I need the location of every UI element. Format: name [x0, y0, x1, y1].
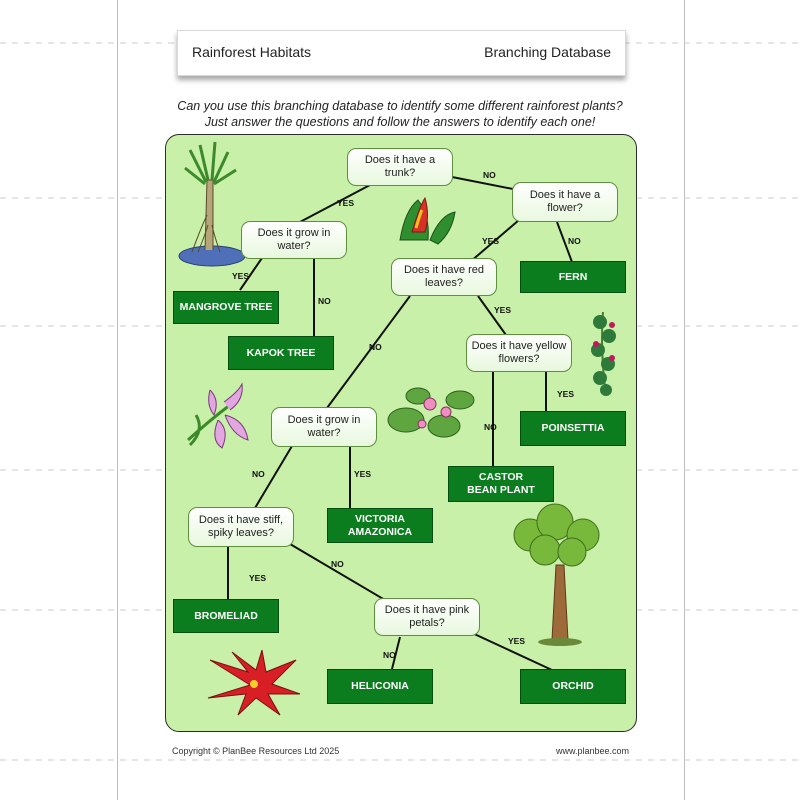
footer-copyright: Copyright © PlanBee Resources Ltd 2025 [172, 746, 340, 756]
question-spiky-leaves: Does it have stiff, spiky leaves? [188, 507, 294, 547]
castor-bean-illustration [591, 311, 616, 396]
question-red-leaves: Does it have red leaves? [391, 258, 497, 296]
header-title-right: Branching Database [484, 44, 611, 60]
tree-illustration [513, 503, 600, 646]
answer-fern: FERN [520, 261, 626, 293]
answer-victoria-amazonica: VICTORIA AMAZONICA [327, 508, 433, 543]
question-yellow-flowers: Does it have yellow flowers? [466, 334, 572, 372]
branch-label-yes: YES [232, 271, 250, 281]
branch-label-yes: YES [494, 305, 512, 315]
worksheet-header: Rainforest Habitats Branching Database [177, 30, 626, 76]
header-title-left: Rainforest Habitats [192, 44, 312, 60]
branch-label-no: NO [369, 342, 382, 352]
question-grow-in-water-2: Does it grow in water? [271, 407, 377, 447]
question-flower: Does it have a flower? [512, 182, 618, 222]
footer-website: www.planbee.com [556, 746, 630, 756]
question-pink-petals: Does it have pink petals? [374, 598, 480, 636]
answer-kapok-tree: KAPOK TREE [228, 336, 334, 370]
bromeliad-illustration [399, 196, 456, 245]
branch-label-no: NO [252, 469, 265, 479]
branch-label-no: NO [484, 422, 497, 432]
branch-label-yes: YES [354, 469, 372, 479]
branch-label-yes: YES [508, 636, 526, 646]
intro-line-2: Just answer the questions and follow the… [204, 115, 596, 129]
branch-label-no: NO [383, 650, 396, 660]
branch-label-yes: YES [557, 389, 575, 399]
orchid-illustration [186, 382, 249, 449]
answer-orchid: ORCHID [520, 669, 626, 704]
branch-label-no: NO [483, 170, 496, 180]
branch-label-no: NO [568, 236, 581, 246]
answer-bromeliad: BROMELIAD [173, 599, 279, 633]
branch-label-no: NO [318, 296, 331, 306]
answer-castor-bean-plant: CASTOR BEAN PLANT [448, 466, 554, 502]
branch-label-yes: YES [482, 236, 500, 246]
intro-line-1: Can you use this branching database to i… [177, 99, 623, 113]
question-grow-in-water-1: Does it grow in water? [241, 221, 347, 259]
victoria-amazonica-illustration [387, 387, 475, 438]
question-trunk: Does it have a trunk? [347, 148, 453, 186]
mangrove-illustration [178, 141, 246, 267]
answer-poinsettia: POINSETTIA [520, 411, 626, 446]
branch-label-no: NO [331, 559, 344, 569]
branch-label-yes: YES [249, 573, 267, 583]
answer-mangrove-tree: MANGROVE TREE [173, 291, 279, 324]
branch-label-yes: YES [337, 198, 355, 208]
poinsettia-illustration [207, 649, 301, 716]
answer-heliconia: HELICONIA [327, 669, 433, 704]
